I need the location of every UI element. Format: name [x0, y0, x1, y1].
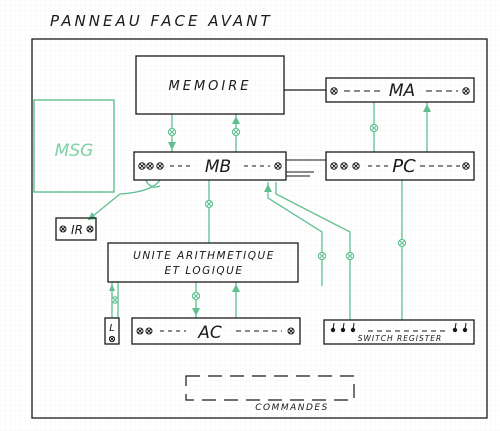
arrow-up-l: [109, 284, 115, 291]
ac-label: AC: [197, 323, 222, 343]
valve-right-1: [317, 251, 327, 261]
pc-connector-1: [330, 162, 338, 170]
ac-connector-right: [287, 327, 295, 335]
memoire-box: [135, 55, 285, 115]
ual-label-line1: UNITE ARITHMETIQUE: [133, 250, 275, 262]
pc-label: PC: [392, 156, 416, 177]
memoire-label: MEMOIRE: [169, 79, 252, 94]
ac-connector-1: [136, 327, 144, 335]
arrow-down-ac: [192, 308, 200, 316]
panel-frame: [31, 38, 488, 419]
l-connector: [108, 335, 116, 343]
valve-memoire-mb-right: [231, 127, 241, 137]
valve-ma-pc: [369, 123, 379, 133]
ual-label-line2: ET LOGIQUE: [165, 265, 244, 277]
green-arrowheads: [88, 104, 431, 316]
ac-register: [131, 317, 301, 345]
valve-mb-ual: [204, 199, 214, 209]
valve-l: [111, 296, 119, 304]
switch-register-label: SWITCH REGISTER: [358, 334, 443, 343]
panel-title: PANNEAU FACE AVANT: [50, 12, 273, 30]
arrow-up-mb: [264, 184, 272, 192]
register-connectors: [59, 87, 470, 343]
ac-connector-2: [145, 327, 153, 335]
ma-label: MA: [389, 81, 415, 101]
ma-connector-left: [330, 87, 338, 95]
msg-box: [33, 99, 115, 193]
bus-mb-ir: [87, 179, 161, 221]
l-label: L: [109, 323, 115, 334]
switch-toggles: [330, 322, 468, 333]
msg-label: MSG: [55, 141, 94, 161]
ma-register: [325, 77, 475, 103]
valve-memoire-mb-left: [167, 127, 177, 137]
mb-connector-right: [274, 162, 282, 170]
bus-mb-hook: [145, 179, 161, 188]
arrow-down-mb-left: [168, 142, 176, 150]
switch-register: [323, 319, 475, 345]
arrow-up-ual: [232, 284, 240, 292]
ma-connector-right: [462, 87, 470, 95]
ir-connector-right: [86, 225, 94, 233]
valve-ual-ac: [191, 291, 201, 301]
pc-connector-2: [340, 162, 348, 170]
commandes-box: [185, 375, 355, 401]
ir-connector-left: [59, 225, 67, 233]
l-register: [104, 317, 120, 345]
commandes-label: COMMANDES: [255, 403, 329, 413]
pc-register: [325, 151, 475, 181]
pc-connector-right: [462, 162, 470, 170]
ir-label: IR: [71, 223, 83, 237]
arrow-up-memoire: [232, 116, 240, 124]
mb-label: MB: [205, 157, 231, 177]
pc-connector-3: [352, 162, 360, 170]
mb-register: [133, 151, 287, 181]
mb-connector-3: [156, 162, 164, 170]
ual-box: [107, 242, 299, 283]
mb-connector-2: [146, 162, 154, 170]
green-valves: [111, 123, 407, 304]
valve-right-2: [345, 251, 355, 261]
valve-pc-switch: [397, 238, 407, 248]
ir-register: [55, 217, 97, 241]
bus-mb-switch: [275, 182, 351, 320]
arrow-up-ma: [423, 104, 431, 112]
mb-connector-1: [138, 162, 146, 170]
